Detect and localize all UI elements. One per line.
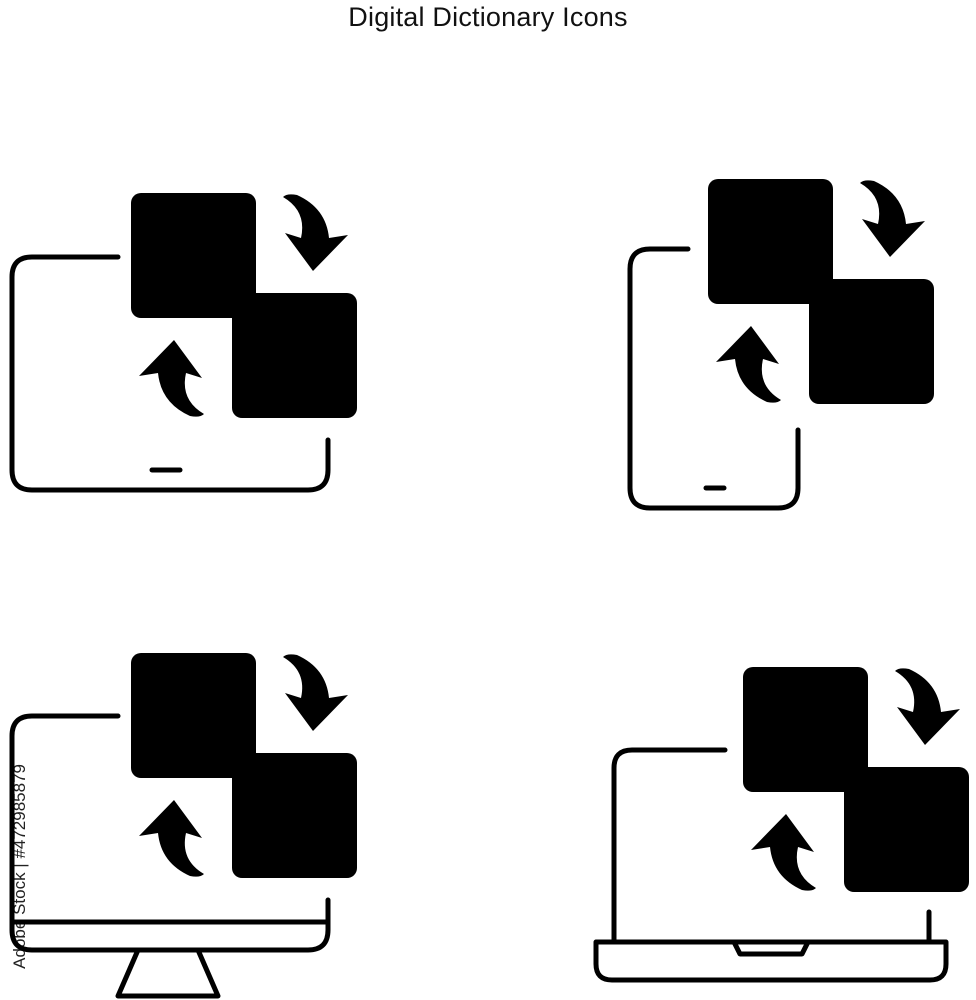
phone-translate-icon	[627, 179, 934, 511]
tablet-outline	[9, 254, 331, 493]
laptop-base	[593, 939, 949, 983]
phone-outline	[627, 246, 801, 511]
laptop-screen	[611, 747, 728, 945]
monitor-stand	[115, 947, 221, 999]
laptop-notch	[731, 939, 811, 957]
translate-symbol	[708, 179, 934, 404]
monitor-screen	[9, 713, 331, 953]
tablet-translate-icon	[9, 193, 357, 493]
page-title: Digital Dictionary Icons	[348, 2, 628, 32]
monitor-translate-icon	[9, 653, 357, 999]
translate-symbol	[743, 667, 969, 892]
translate-symbol	[131, 193, 357, 418]
laptop-translate-icon	[593, 667, 969, 983]
translate-symbol	[131, 653, 357, 878]
